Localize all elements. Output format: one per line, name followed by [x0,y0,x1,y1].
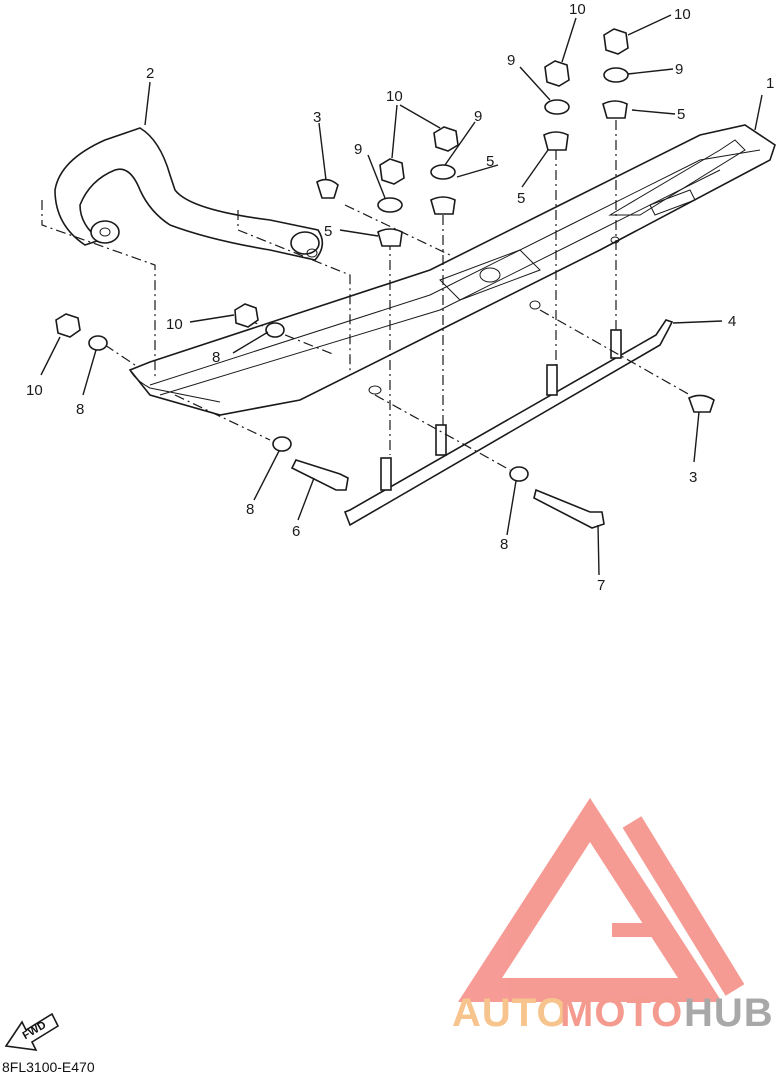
callout-8-mid: 8 [212,349,220,366]
callout-labels: 1 2 3 3 4 5 5 5 5 6 7 8 8 8 8 9 9 9 9 10… [26,1,774,594]
callout-9-c: 9 [507,52,515,69]
watermark-logo [457,797,745,1002]
ski-body-part [128,124,776,416]
nut-10-d [603,28,629,55]
washer-8-mid [265,322,285,338]
callout-5-d: 5 [677,106,685,123]
callout-5-c: 5 [517,190,525,207]
washer-8-right [509,466,529,482]
callout-2: 2 [146,65,154,82]
callout-4: 4 [728,313,736,330]
collar-5-c [543,131,569,151]
fwd-arrow-icon: FWD [4,1012,60,1051]
washer-9-d [603,67,629,83]
bolt-6 [290,459,349,491]
washer-8-left [88,335,108,351]
hardware-parts [55,28,715,529]
assembly-centerlines [41,120,691,471]
watermark-text: AUTO MOTO HUB [452,991,774,1035]
callout-7: 7 [597,577,605,594]
collar-5-d [602,100,628,119]
nut-10-b [433,126,459,152]
nut-10-a [379,158,405,185]
callout-6: 6 [292,523,300,540]
collar-5-b [430,196,456,215]
watermark-hub: HUB [684,991,774,1035]
washer-9-a [377,197,403,213]
callout-3-right: 3 [689,469,697,486]
callout-8-left: 8 [76,401,84,418]
callout-10-left: 10 [26,382,43,399]
watermark-moto: MOTO [560,991,683,1035]
callout-5-a: 5 [324,223,332,240]
callout-9-b: 9 [474,108,482,125]
leader-lines [40,14,763,576]
nut-10-c [544,60,570,87]
callout-10-mid: 10 [166,316,183,333]
callout-9-d: 9 [675,61,683,78]
callout-10-d: 10 [674,6,691,23]
bolt-7 [533,488,605,529]
nut-10-left [55,313,81,338]
callout-10-c: 10 [569,1,586,18]
bushing-3-right [688,394,715,413]
callout-3-top: 3 [313,109,321,126]
washer-9-c [544,99,570,115]
callout-10-a: 10 [386,88,403,105]
runner-bar-part [343,319,674,527]
washer-8-bottom [272,436,292,452]
callout-1: 1 [766,75,774,92]
ski-handle-part [54,127,324,261]
callout-9-a: 9 [354,141,362,158]
nut-10-mid [234,303,259,328]
watermark-auto: AUTO [452,991,569,1035]
diagram-code: 8FL3100-E470 [2,1059,95,1075]
bushing-3-top [316,178,339,199]
washer-9-b [430,164,456,180]
callout-5-b: 5 [486,153,494,170]
collar-5-a [377,228,403,247]
callout-8-bottom: 8 [246,501,254,518]
callout-8-right: 8 [500,536,508,553]
